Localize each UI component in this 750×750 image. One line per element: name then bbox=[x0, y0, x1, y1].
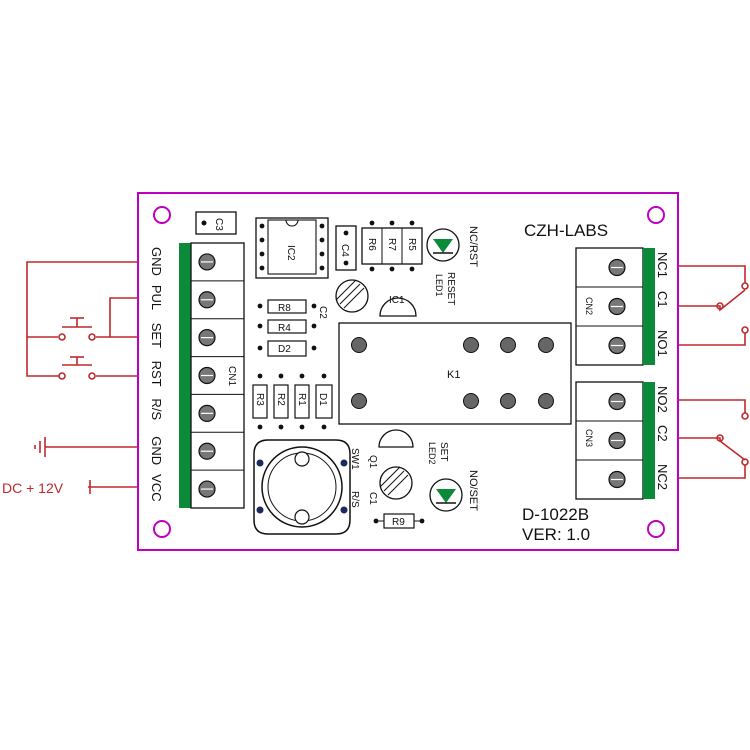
r3-label: R3 bbox=[254, 393, 265, 406]
cn2-pin-label: NC1 bbox=[655, 252, 670, 278]
cn1-pin-label: PUL bbox=[149, 285, 164, 310]
r7-label: R7 bbox=[386, 238, 397, 251]
nc-rst-label: NC/RST bbox=[467, 226, 479, 267]
mounting-hole-tl bbox=[153, 206, 171, 224]
c4-capacitor bbox=[335, 225, 357, 271]
rs-label: R/S bbox=[349, 491, 360, 508]
no-set-label: NO/SET bbox=[467, 470, 479, 511]
led2-label: LED2 bbox=[427, 442, 437, 465]
external-wiring bbox=[26, 261, 749, 494]
cn3-terminal-block bbox=[575, 381, 655, 500]
cn3-pin-label: NO2 bbox=[655, 386, 670, 413]
cn1-pin-label: VCC bbox=[149, 474, 164, 501]
led1 bbox=[426, 228, 460, 262]
cn1-label: CN1 bbox=[226, 366, 237, 386]
cn1-pin-label: SET bbox=[149, 323, 164, 348]
c3-label: C3 bbox=[213, 218, 224, 231]
cn3-pin-label: NC2 bbox=[655, 464, 670, 490]
r6-label: R6 bbox=[366, 238, 377, 251]
mounting-holes bbox=[153, 206, 665, 538]
ic1-label: IC1 bbox=[389, 295, 405, 306]
mounting-hole-br bbox=[647, 520, 665, 538]
cn1-pin-labels: GND PUL SET RST R/S GND VCC bbox=[149, 247, 164, 502]
resistor-array-r6-r7-r5 bbox=[361, 220, 423, 272]
cn2-terminal-block bbox=[575, 247, 655, 366]
r2-label: R2 bbox=[275, 393, 286, 406]
version-label: VER: 1.0 bbox=[522, 525, 590, 544]
transistor-top bbox=[335, 279, 369, 313]
c1-capacitor bbox=[379, 466, 413, 500]
sw1-label: SW1 bbox=[349, 448, 360, 470]
relay-k1 bbox=[338, 322, 572, 425]
cn3-label: CN3 bbox=[584, 429, 594, 447]
c4-label: C4 bbox=[339, 244, 350, 257]
cn2-pin-label: C1 bbox=[655, 291, 670, 308]
ground-symbol bbox=[34, 437, 46, 457]
d1-label: D1 bbox=[317, 393, 328, 406]
r9-label: R9 bbox=[392, 517, 405, 528]
model-label: D-1022B bbox=[522, 505, 589, 524]
r4-label: R4 bbox=[278, 323, 291, 334]
push-button-2 bbox=[58, 356, 96, 380]
cn2-pin-label: NO1 bbox=[655, 330, 670, 357]
cn3-pin-label: C2 bbox=[655, 425, 670, 442]
k1-label: K1 bbox=[447, 369, 460, 381]
cn2-label: CN2 bbox=[584, 297, 594, 315]
cn1-pin-label: GND bbox=[149, 247, 164, 276]
c3-capacitor bbox=[195, 211, 237, 235]
resistor-block-r8-r4-d2 bbox=[257, 299, 317, 357]
cn1-pin-label: R/S bbox=[149, 398, 164, 420]
r8-label: R8 bbox=[278, 303, 291, 314]
brand-label: CZH-LABS bbox=[524, 221, 608, 240]
cn1-pin-label: GND bbox=[149, 436, 164, 465]
mounting-hole-tr bbox=[647, 206, 665, 224]
led1-label: LED1 bbox=[434, 274, 444, 297]
r5-label: R5 bbox=[406, 238, 417, 251]
d2-label: D2 bbox=[278, 344, 291, 355]
ic2-chip bbox=[255, 217, 329, 279]
q1-label: Q1 bbox=[367, 455, 378, 469]
sw1-switch[interactable] bbox=[253, 439, 351, 535]
cn1-pin-label: RST bbox=[149, 361, 164, 387]
r9-resistor bbox=[373, 513, 425, 529]
led2 bbox=[429, 478, 463, 512]
q1-transistor bbox=[378, 429, 414, 448]
c1-label: C1 bbox=[367, 492, 378, 505]
push-button-1 bbox=[58, 317, 96, 341]
supply-label: DC + 12V bbox=[2, 480, 64, 496]
ic2-label: IC2 bbox=[285, 245, 296, 261]
c2-label: C2 bbox=[317, 306, 328, 319]
set-label: SET bbox=[438, 442, 449, 461]
r1-label: R1 bbox=[296, 393, 307, 406]
reset-label: RESET bbox=[445, 272, 456, 305]
resistor-block-r3-r2-r1-d1 bbox=[252, 373, 333, 430]
ic1 bbox=[379, 297, 417, 317]
cn1-terminal-block bbox=[179, 242, 245, 509]
mounting-hole-bl bbox=[153, 520, 171, 538]
